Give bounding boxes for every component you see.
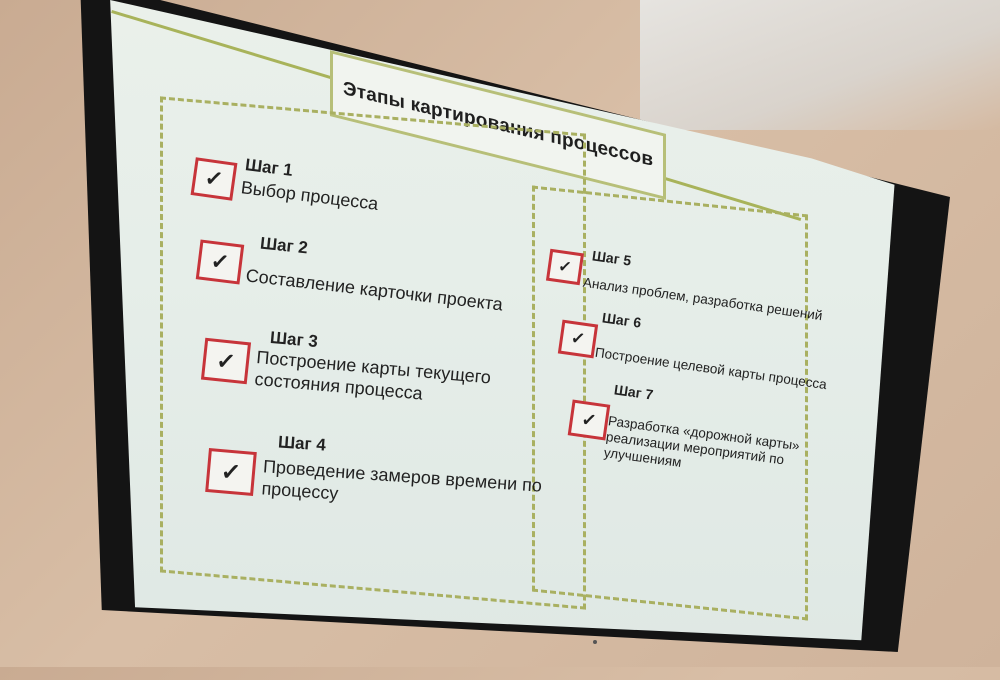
- checkbox-icon: ✓: [567, 399, 611, 441]
- checkbox-icon: ✓: [545, 248, 585, 286]
- step-label: Шаг 4: [277, 432, 327, 455]
- ceiling-corner: [640, 0, 1000, 130]
- checkbox-icon: ✓: [557, 319, 599, 359]
- checkbox-icon: ✓: [205, 447, 257, 497]
- power-indicator: [593, 640, 597, 644]
- checkbox-icon: ✓: [195, 239, 245, 285]
- checkbox-icon: ✓: [190, 157, 238, 201]
- checkbox-icon: ✓: [200, 337, 252, 385]
